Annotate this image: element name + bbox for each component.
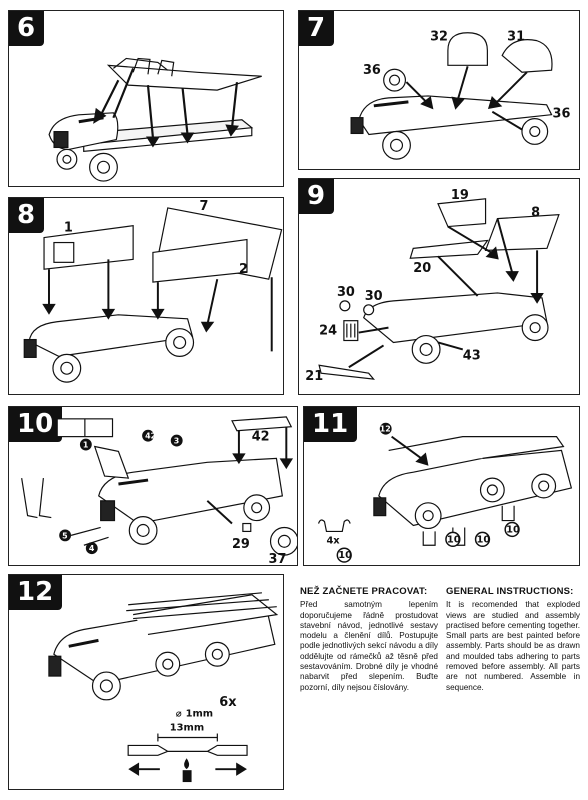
step-8-number: 8 [9, 198, 45, 233]
step-8-panel: 8 7 1 2 [8, 197, 284, 395]
instructions-czech: NEŽ ZAČNETE PRACOVAT: Před samotným lepe… [300, 586, 438, 693]
step-10-number: 10 [9, 407, 63, 442]
part-20 [409, 239, 489, 259]
step-11-panel: 11 12 10 10 10 10 4x [303, 406, 580, 566]
step-10-drawing: 1 3 42 4 5 42 29 37 [21, 416, 297, 565]
fender-part-31 [501, 39, 553, 73]
label-2: 2 [239, 262, 248, 277]
label-diameter: ⌀ [176, 709, 182, 720]
label-37: 37 [269, 552, 287, 565]
callout-4 [85, 542, 98, 555]
instructions-english: GENERAL INSTRUCTIONS: It is recomended t… [446, 586, 580, 693]
label-42: 42 [252, 430, 270, 445]
step-6-drawing [48, 57, 262, 182]
callout-12 [379, 422, 392, 435]
step-11-number: 11 [304, 407, 358, 442]
side-panel-1 [43, 225, 134, 270]
label-21: 21 [305, 369, 323, 384]
step-7-number: 7 [299, 11, 335, 46]
label-1mm: 1mm [186, 709, 214, 720]
step-11-drawing: 12 10 10 10 10 4x [317, 422, 573, 563]
label-4x: 4x [326, 535, 340, 546]
candle-flame-icon [182, 758, 192, 783]
callout-1 [79, 438, 92, 451]
label-8: 8 [531, 206, 540, 221]
label-24: 24 [319, 324, 337, 339]
step-9-panel: 9 19 8 20 30 30 24 43 21 [298, 178, 580, 395]
svg-text:10: 10 [338, 550, 352, 561]
label-43: 43 [463, 348, 481, 363]
step-7-drawing: 32 31 36 36 [350, 30, 571, 160]
part-42 [231, 416, 293, 432]
label-30-a: 30 [337, 285, 355, 300]
label-19: 19 [451, 188, 469, 203]
svg-text:4: 4 [89, 544, 95, 553]
step-12-panel: 12 ⌀ 1mm 13mm 6x [8, 574, 284, 790]
label-30-b: 30 [365, 289, 383, 304]
label-1: 1 [64, 221, 73, 236]
label-7: 7 [199, 199, 208, 214]
side-panel-2 [152, 238, 248, 283]
step-9-drawing: 19 8 20 30 30 24 43 21 [305, 188, 560, 384]
instructions-english-heading: GENERAL INSTRUCTIONS: [446, 586, 574, 597]
svg-text:10: 10 [506, 524, 520, 535]
step-7-panel: 7 32 31 36 36 [298, 10, 580, 170]
label-20: 20 [413, 261, 431, 276]
label-36-left: 36 [363, 63, 381, 78]
callout-3 [142, 429, 154, 442]
step-6-number: 6 [9, 11, 45, 46]
svg-text:1: 1 [83, 440, 89, 449]
step-12-drawing: ⌀ 1mm 13mm 6x [48, 592, 279, 783]
label-13mm: 13mm [170, 723, 204, 734]
part-19 [437, 198, 487, 228]
callout-10-d [504, 521, 520, 538]
callout-10-a [336, 547, 352, 563]
instructions-english-body: It is recomended that exploded views are… [446, 600, 580, 692]
svg-text:10: 10 [477, 534, 491, 545]
label-32: 32 [430, 30, 448, 45]
step-8-drawing: 7 1 2 [23, 199, 283, 383]
svg-text:3: 3 [174, 437, 180, 446]
step-6-panel: 6 [8, 10, 284, 187]
instructions-czech-body: Před samotným lepením doporučujeme řádně… [300, 600, 438, 692]
svg-text:12: 12 [380, 425, 391, 434]
label-36-right: 36 [553, 107, 571, 122]
svg-text:5: 5 [62, 531, 68, 540]
stretched-sprue [127, 744, 248, 756]
fender-part-32 [447, 32, 488, 66]
svg-text:10: 10 [447, 534, 461, 545]
svg-text:42: 42 [145, 432, 156, 441]
label-31: 31 [507, 30, 525, 45]
step-10-panel: 10 1 3 42 4 5 42 [8, 406, 298, 566]
part-21 [318, 364, 376, 380]
label-29: 29 [232, 537, 250, 552]
callout-10-b [445, 531, 461, 547]
step-12-number: 12 [9, 575, 63, 610]
label-6x: 6x [219, 695, 237, 710]
callout-2 [170, 434, 183, 447]
callout-10-c [474, 531, 491, 547]
callout-5 [59, 529, 72, 542]
part-8 [484, 214, 560, 251]
instructions-czech-heading: NEŽ ZAČNETE PRACOVAT: [300, 586, 428, 597]
step-9-number: 9 [299, 179, 335, 214]
numbered-callouts: 1 3 42 4 5 [59, 429, 183, 555]
